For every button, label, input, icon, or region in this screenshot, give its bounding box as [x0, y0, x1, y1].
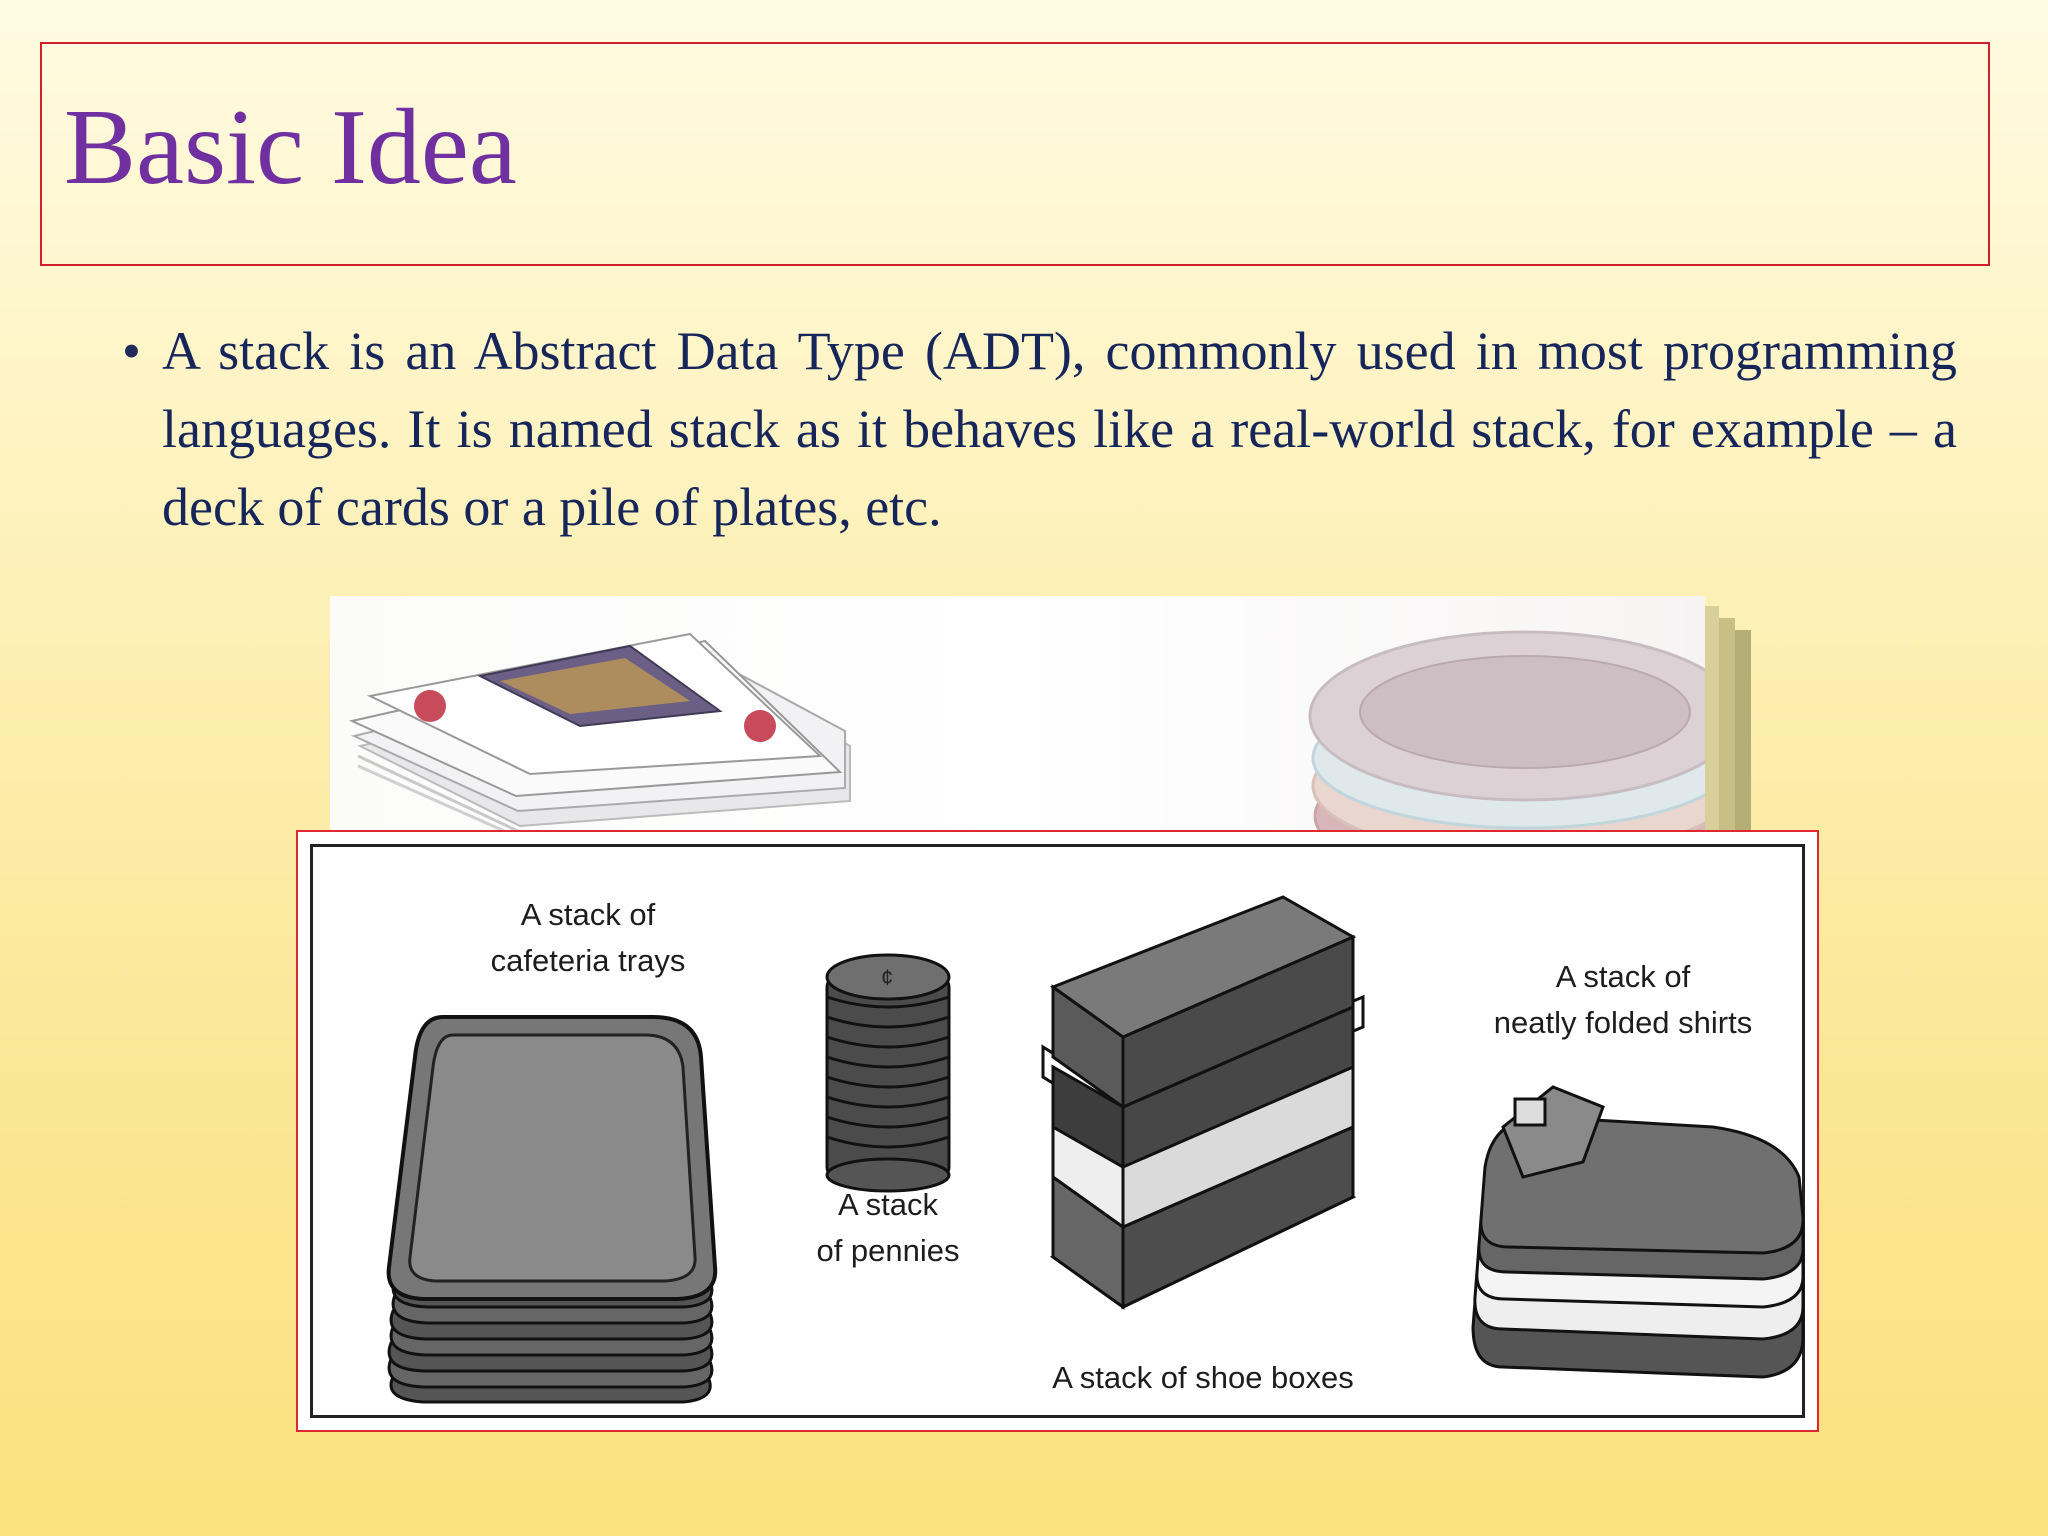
shoe-boxes-icon — [1041, 895, 1365, 1310]
drawing-inner-frame: A stack of cafeteria trays — [310, 844, 1805, 1418]
stack-examples-drawing: A stack of cafeteria trays — [296, 830, 1819, 1432]
svg-text:¢: ¢ — [881, 965, 893, 990]
caption-folded-shirts: A stack of neatly folded shirts — [1493, 959, 1753, 1040]
bullet-point: • A stack is an Abstract Data Type (ADT)… — [122, 312, 1957, 546]
cafeteria-trays-icon — [386, 1015, 718, 1404]
caption-cafeteria-trays: A stack of cafeteria trays — [490, 897, 686, 978]
bullet-text: A stack is an Abstract Data Type (ADT), … — [162, 321, 1957, 537]
folded-shirts-icon — [1471, 1085, 1805, 1379]
title-box: Basic Idea — [40, 42, 1990, 266]
slide-title: Basic Idea — [64, 88, 517, 207]
cards-and-plates-photo — [330, 596, 1705, 836]
pennies-icon: ¢ — [825, 953, 951, 1193]
caption-pennies: A stack of pennies — [816, 1187, 960, 1268]
bullet-icon: • — [122, 321, 141, 381]
playing-cards-image — [348, 630, 1705, 836]
caption-shoe-boxes: A stack of shoe boxes — [1052, 1360, 1354, 1395]
